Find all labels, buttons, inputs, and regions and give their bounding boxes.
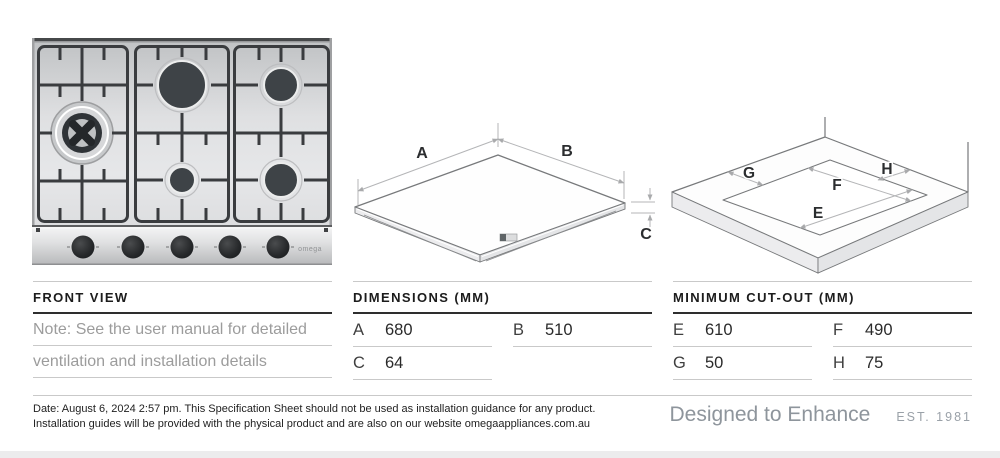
- table-row: C 64: [353, 347, 652, 380]
- medium-burner-bottom: [259, 158, 303, 202]
- cell-cut-e: E 610: [673, 314, 812, 347]
- brand-logo-text: omega: [298, 246, 322, 253]
- cut-label-g: G: [743, 165, 755, 182]
- cut-f-value: 490: [865, 321, 893, 339]
- dim-a-value: 680: [385, 321, 413, 339]
- cut-e-label: E: [673, 321, 685, 339]
- knob-2: [121, 235, 145, 259]
- cell-cut-h: H 75: [833, 347, 972, 380]
- cutout-dimension-lines: [727, 167, 913, 229]
- cut-g-label: G: [673, 354, 686, 372]
- dimensions-table: DIMENSIONS (MM) A 680 B 510 C 64: [353, 281, 652, 380]
- knob-3: [170, 235, 194, 259]
- dimensions-title: DIMENSIONS (MM): [353, 282, 652, 314]
- small-burner: [164, 162, 200, 198]
- cell-dim-c: C 64: [353, 347, 492, 380]
- dim-label-b: B: [561, 143, 573, 160]
- control-knobs: [67, 235, 294, 259]
- footer-disclaimer-line-1: Date: August 6, 2024 2:57 pm. This Speci…: [33, 403, 596, 415]
- table-row: G 50 H 75: [673, 347, 972, 380]
- dim-b-value: 510: [545, 321, 573, 339]
- brand-block: Designed to Enhance EST. 1981: [670, 403, 973, 427]
- wok-burner: [50, 101, 114, 165]
- knob-1: [71, 235, 95, 259]
- cutout-diagram: G H F E: [665, 112, 985, 277]
- cut-label-h: H: [881, 161, 892, 178]
- footer-disclaimer-line-2: Installation guides will be provided wit…: [33, 417, 591, 430]
- cooktop-slab: [354, 154, 626, 263]
- cut-h-value: 75: [865, 354, 884, 372]
- table-row: E 610 F 490: [673, 314, 972, 347]
- dimensions-diagram: A B C: [350, 115, 657, 265]
- grate-left: [37, 45, 129, 223]
- page-bottom-band: [0, 451, 1000, 458]
- cell-cut-f: F 490: [833, 314, 972, 347]
- table-row: A 680 B 510: [353, 314, 652, 347]
- cut-h-label: H: [833, 354, 845, 372]
- cooktop-photo-illustration: omega: [32, 38, 332, 265]
- dim-b-label: B: [513, 321, 525, 339]
- cut-f-label: F: [833, 321, 844, 339]
- cell-empty: [513, 347, 652, 380]
- grate-right: [233, 45, 330, 223]
- dim-label-a: A: [416, 145, 428, 162]
- product-photo-front-view: omega: [32, 38, 332, 265]
- front-view-note-line-1: Note: See the user manual for detailed: [33, 314, 332, 346]
- wall-lines: [824, 117, 969, 192]
- dimension-lines: [357, 123, 657, 227]
- cell-dim-a: A 680: [353, 314, 492, 347]
- cut-e-value: 610: [705, 321, 733, 339]
- large-burner: [154, 57, 210, 113]
- dim-c-value: 64: [385, 354, 404, 372]
- knob-5: [266, 235, 290, 259]
- dim-label-c: C: [640, 226, 652, 243]
- cell-cut-g: G 50: [673, 347, 812, 380]
- cutout-table: MINIMUM CUT-OUT (MM) E 610 F 490 G 50 H …: [673, 281, 972, 380]
- grate-middle: [134, 45, 230, 223]
- countertop: [671, 117, 969, 274]
- control-panel: omega: [32, 225, 332, 265]
- spec-sticker: [499, 233, 518, 242]
- cooktop-back-edge: [32, 38, 332, 41]
- knob-4: [218, 235, 242, 259]
- dim-a-label: A: [353, 321, 365, 339]
- front-view-section: FRONT VIEW Note: See the user manual for…: [33, 281, 332, 378]
- medium-burner-top: [259, 63, 303, 107]
- cut-label-e: E: [813, 205, 823, 222]
- front-view-title: FRONT VIEW: [33, 282, 332, 314]
- cell-dim-b: B 510: [513, 314, 652, 347]
- cut-label-f: F: [832, 177, 841, 194]
- cutout-title: MINIMUM CUT-OUT (MM): [673, 282, 972, 314]
- brand-established: EST. 1981: [896, 410, 972, 424]
- front-view-note-line-2: ventilation and installation details: [33, 346, 332, 378]
- footer-divider: [33, 395, 972, 396]
- brand-tagline: Designed to Enhance: [669, 403, 871, 426]
- dim-c-label: C: [353, 354, 365, 372]
- cut-g-value: 50: [705, 354, 724, 372]
- footer-disclaimer: Date: August 6, 2024 2:57 pm. This Speci…: [33, 402, 595, 431]
